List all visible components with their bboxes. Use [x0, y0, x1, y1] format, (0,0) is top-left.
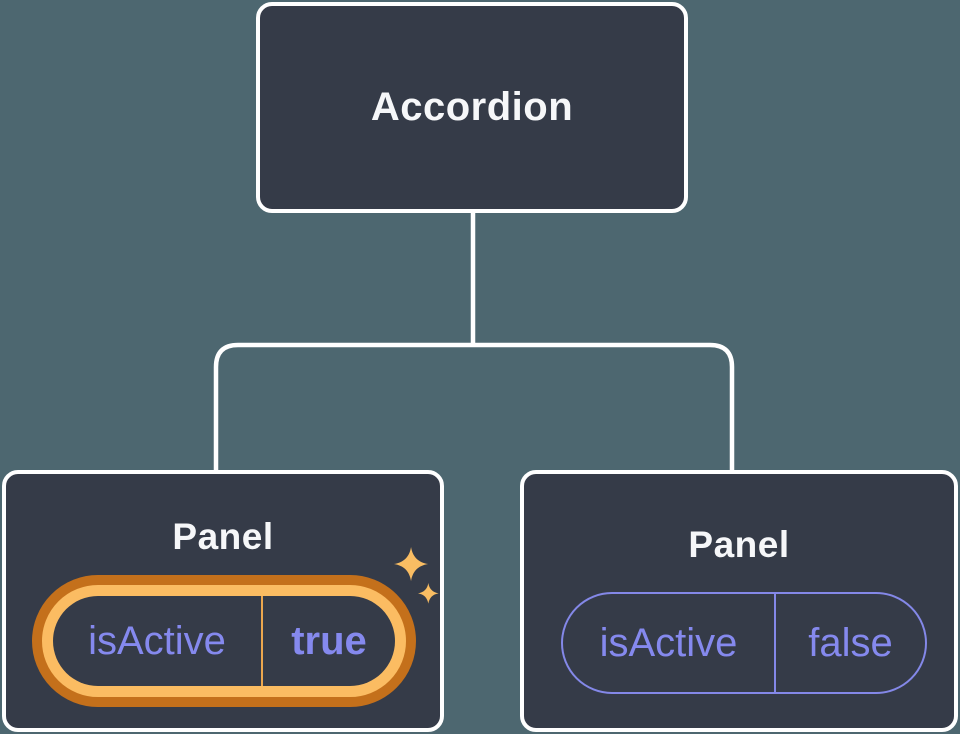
sparkles-icon: [394, 547, 439, 604]
sparkle-icon-small: [418, 583, 439, 604]
panel-active-label: Panel: [172, 516, 274, 557]
prop-value-cell: true: [263, 596, 395, 686]
panel-inactive-label: Panel: [688, 524, 790, 565]
accordion-node-label: Accordion: [370, 85, 574, 129]
prop-name-active: isActive: [88, 618, 226, 663]
panel-node-inactive: Panel isActive false: [520, 470, 958, 732]
prop-name-cell: isActive: [563, 594, 774, 692]
accordion-node: Accordion: [256, 2, 688, 213]
prop-name-cell: isActive: [53, 596, 261, 686]
prop-name-inactive: isActive: [599, 620, 738, 665]
pill-divider: [774, 594, 776, 692]
connector-branch: [213, 342, 735, 470]
prop-value-cell: false: [776, 594, 925, 692]
sparkle-icon-large: [394, 547, 429, 582]
prop-pill-inactive: isActive false: [561, 592, 927, 694]
prop-pill-active-inner: isActive true: [53, 596, 395, 686]
prop-value-active: true: [291, 618, 367, 663]
panel-node-active: Panel isActive true: [2, 470, 444, 732]
prop-pill-active: isActive true: [32, 575, 416, 707]
prop-value-inactive: false: [808, 620, 893, 665]
pill-divider: [261, 596, 263, 686]
